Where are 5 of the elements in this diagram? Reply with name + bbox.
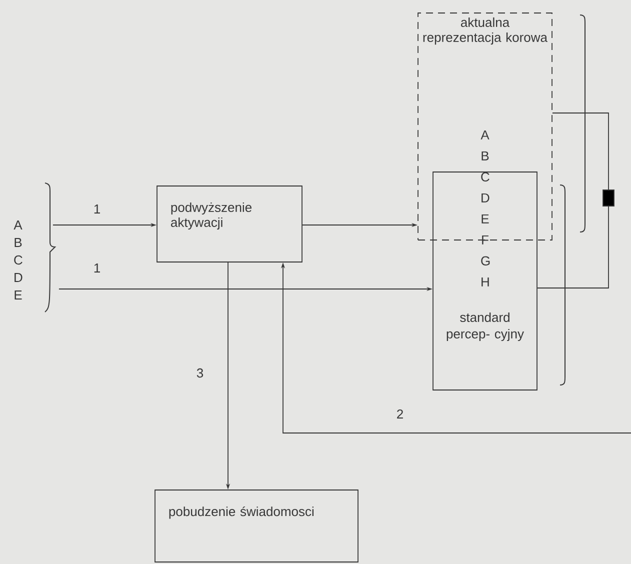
- process-box: podwyższenie aktywacji: [156, 186, 302, 262]
- node-label: A B: [480, 130, 490, 160]
- marker-square: [602, 190, 614, 206]
- letter-column: A B C D E: [14, 220, 22, 300]
- process-box: pobudzenie świadomosci: [154, 490, 358, 562]
